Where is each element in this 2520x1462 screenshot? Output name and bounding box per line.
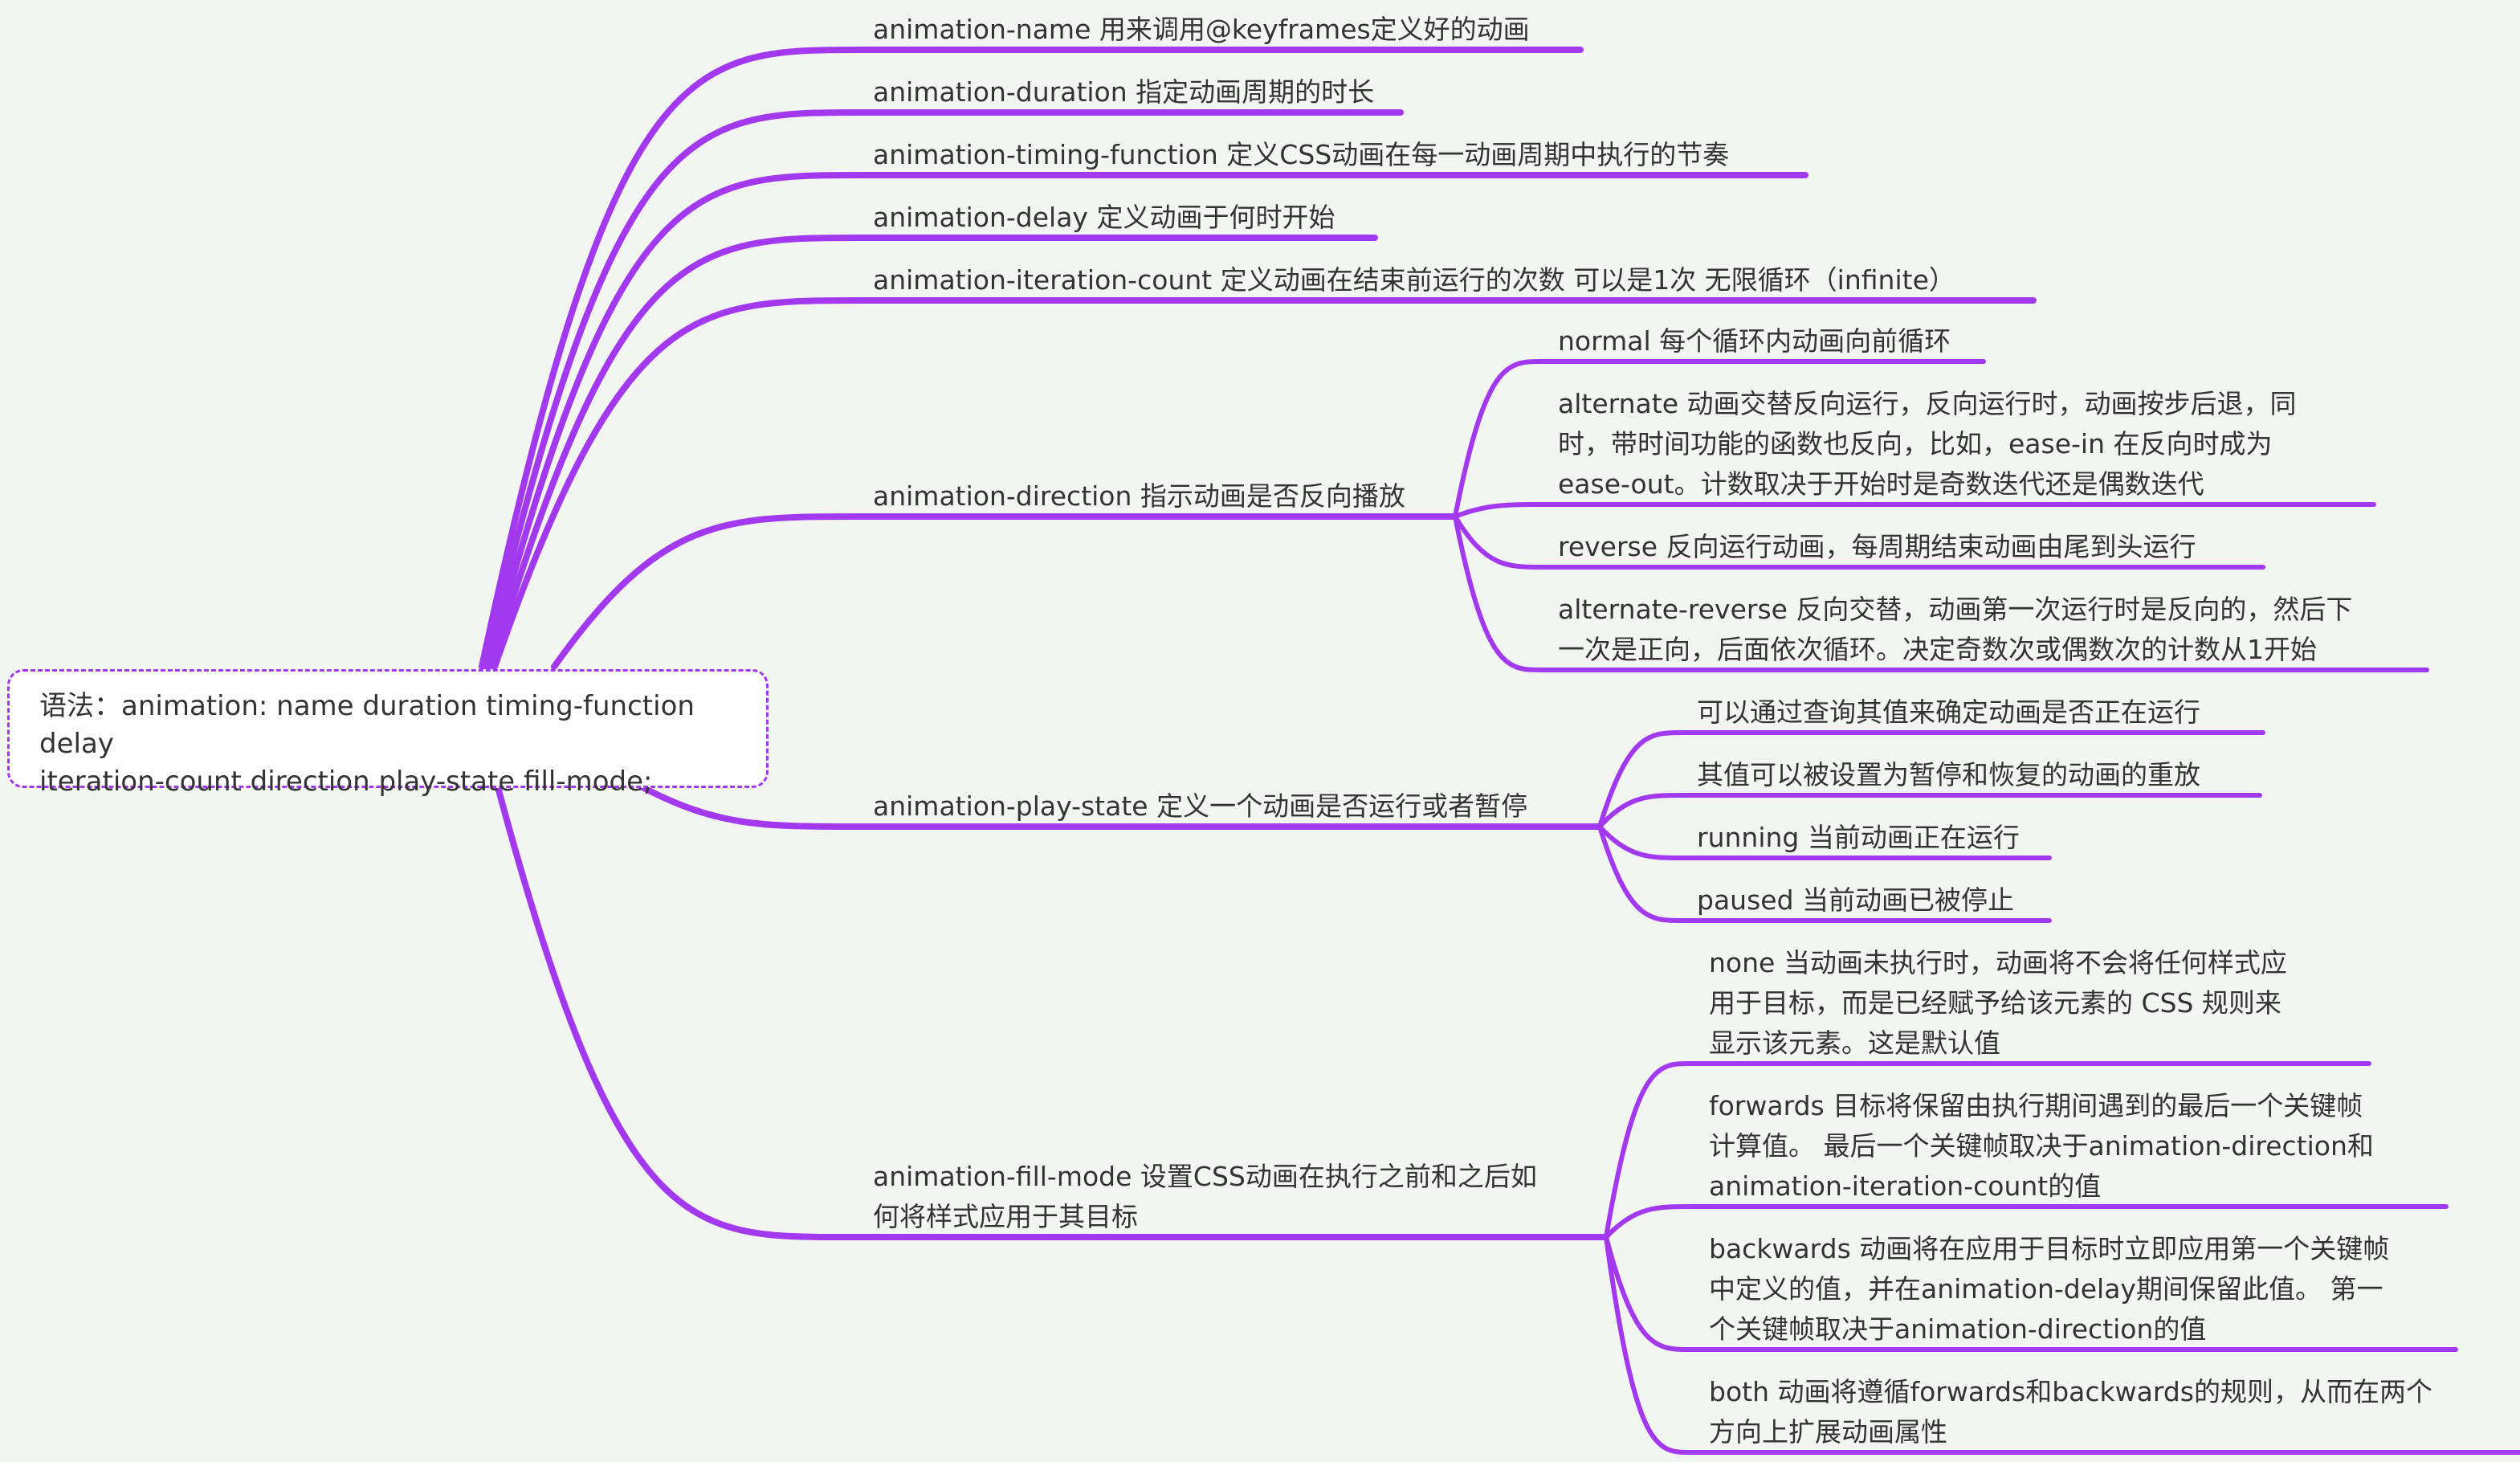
- play-state-child-running[interactable]: running 当前动画正在运行: [1697, 822, 2020, 853]
- link-fill-mode-both: [1604, 1235, 2520, 1455]
- link-play-state-running: [1597, 824, 2052, 860]
- direction-child-normal[interactable]: normal 每个循环内动画向前循环: [1558, 325, 1951, 357]
- link-animation-delay: [488, 235, 1378, 670]
- root-node[interactable]: 语法：animation: name duration timing-funct…: [7, 669, 769, 798]
- link-animation-iteration-count: [491, 297, 2037, 670]
- link-play-state-query: [1597, 730, 2265, 829]
- direction-child-alternate-reverse[interactable]: alternate-reverse 反向交替，动画第一次运行时是反向的，然后下 …: [1558, 594, 2353, 665]
- direction-child-reverse[interactable]: reverse 反向运行动画，每周期结束动画由尾到头运行: [1558, 531, 2196, 562]
- link-animation-fill-mode: [495, 784, 1609, 1240]
- node-animation-timing-function[interactable]: animation-timing-function 定义CSS动画在每一动画周期…: [873, 139, 1730, 170]
- link-direction-normal: [1453, 359, 1986, 519]
- play-state-child-pause-resume[interactable]: 其值可以被设置为暂停和恢复的动画的重放: [1697, 759, 2200, 790]
- fill-mode-child-forwards[interactable]: forwards 目标将保留由执行期间遇到的最后一个关键帧 计算值。 最后一个关…: [1709, 1090, 2374, 1202]
- link-animation-direction: [551, 513, 1458, 670]
- link-direction-reverse: [1453, 514, 2265, 570]
- link-fill-mode-backwards: [1604, 1235, 2458, 1352]
- play-state-child-query[interactable]: 可以通过查询其值来确定动画是否正在运行: [1697, 696, 2200, 728]
- fill-mode-child-both[interactable]: both 动画将遵循forwards和backwards的规则，从而在两个 方向…: [1709, 1376, 2432, 1448]
- link-animation-duration: [482, 109, 1404, 670]
- node-animation-iteration-count[interactable]: animation-iteration-count 定义动画在结束前运行的次数 …: [873, 264, 1955, 296]
- node-animation-delay[interactable]: animation-delay 定义动画于何时开始: [873, 202, 1335, 233]
- link-fill-mode-none: [1604, 1061, 2371, 1239]
- link-direction-alternate: [1453, 502, 2376, 519]
- link-play-state-pause-resume: [1597, 793, 2262, 829]
- fill-mode-child-none[interactable]: none 当动画未执行时，动画将不会将任何样式应 用于目标，而是已经赋予给该元素…: [1709, 947, 2287, 1059]
- node-animation-duration[interactable]: animation-duration 指定动画周期的时长: [873, 76, 1375, 108]
- node-animation-fill-mode[interactable]: animation-fill-mode 设置CSS动画在执行之前和之后如 何将样…: [873, 1161, 1537, 1232]
- direction-child-alternate[interactable]: alternate 动画交替反向运行，反向运行时，动画按步后退，同 时，带时间功…: [1558, 388, 2297, 500]
- node-animation-name[interactable]: animation-name 用来调用@keyframes定义好的动画: [873, 14, 1530, 45]
- play-state-child-paused[interactable]: paused 当前动画已被停止: [1697, 884, 2015, 916]
- root-label: 语法：animation: name duration timing-funct…: [39, 690, 695, 798]
- link-animation-timing-function: [485, 172, 1808, 670]
- node-animation-play-state[interactable]: animation-play-state 定义一个动画是否运行或者暂停: [873, 790, 1528, 822]
- node-animation-direction[interactable]: animation-direction 指示动画是否反向播放: [873, 480, 1405, 512]
- link-play-state-paused: [1597, 824, 2052, 923]
- link-animation-name: [479, 47, 1584, 670]
- link-animation-play-state: [639, 784, 1603, 830]
- link-direction-alternate-reverse: [1453, 514, 2429, 672]
- link-fill-mode-forwards: [1604, 1204, 2449, 1239]
- fill-mode-child-backwards[interactable]: backwards 动画将在应用于目标时立即应用第一个关键帧 中定义的值，并在a…: [1709, 1233, 2390, 1345]
